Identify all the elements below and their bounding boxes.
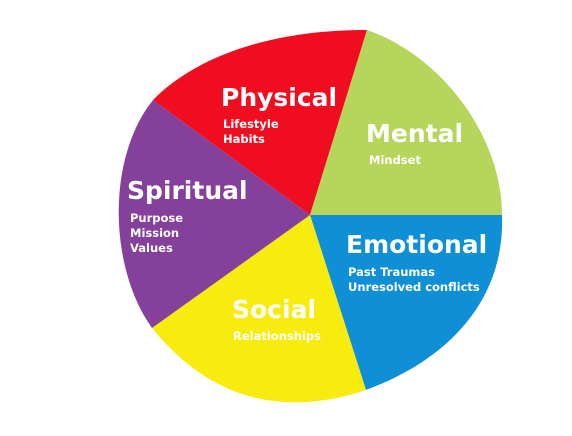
segment-emotional-shape xyxy=(310,215,503,390)
segment-mental-shape xyxy=(310,30,502,215)
segment-mental-title: Mental xyxy=(366,119,463,148)
segment-emotional-title: Emotional xyxy=(346,230,487,259)
segment-physical-item: Lifestyle xyxy=(223,117,279,131)
segment-physical-title: Physical xyxy=(221,83,337,112)
segment-physical: Physical Lifestyle Habits xyxy=(153,30,367,215)
segment-social-item: Relationships xyxy=(233,329,321,343)
segment-spiritual-item: Purpose xyxy=(130,211,183,225)
segment-emotional: Emotional Past Traumas Unresolved confli… xyxy=(310,215,503,390)
segment-spiritual: Spiritual Purpose Mission Values xyxy=(118,100,310,328)
segment-spiritual-title: Spiritual xyxy=(127,176,248,205)
segment-social-shape xyxy=(152,215,366,403)
segment-emotional-item: Past Traumas xyxy=(348,265,435,279)
segment-spiritual-item: Mission xyxy=(130,226,179,240)
segment-emotional-item: Unresolved conflicts xyxy=(348,280,480,294)
segment-physical-item: Habits xyxy=(223,132,265,146)
segment-social: Social Relationships xyxy=(152,215,366,403)
segment-spiritual-shape xyxy=(118,100,310,328)
segment-physical-shape xyxy=(153,30,367,215)
segment-social-title: Social xyxy=(232,295,316,324)
segment-spiritual-item: Values xyxy=(130,241,173,255)
segment-mental: Mental Mindset xyxy=(310,30,502,215)
segment-mental-item: Mindset xyxy=(369,153,421,167)
